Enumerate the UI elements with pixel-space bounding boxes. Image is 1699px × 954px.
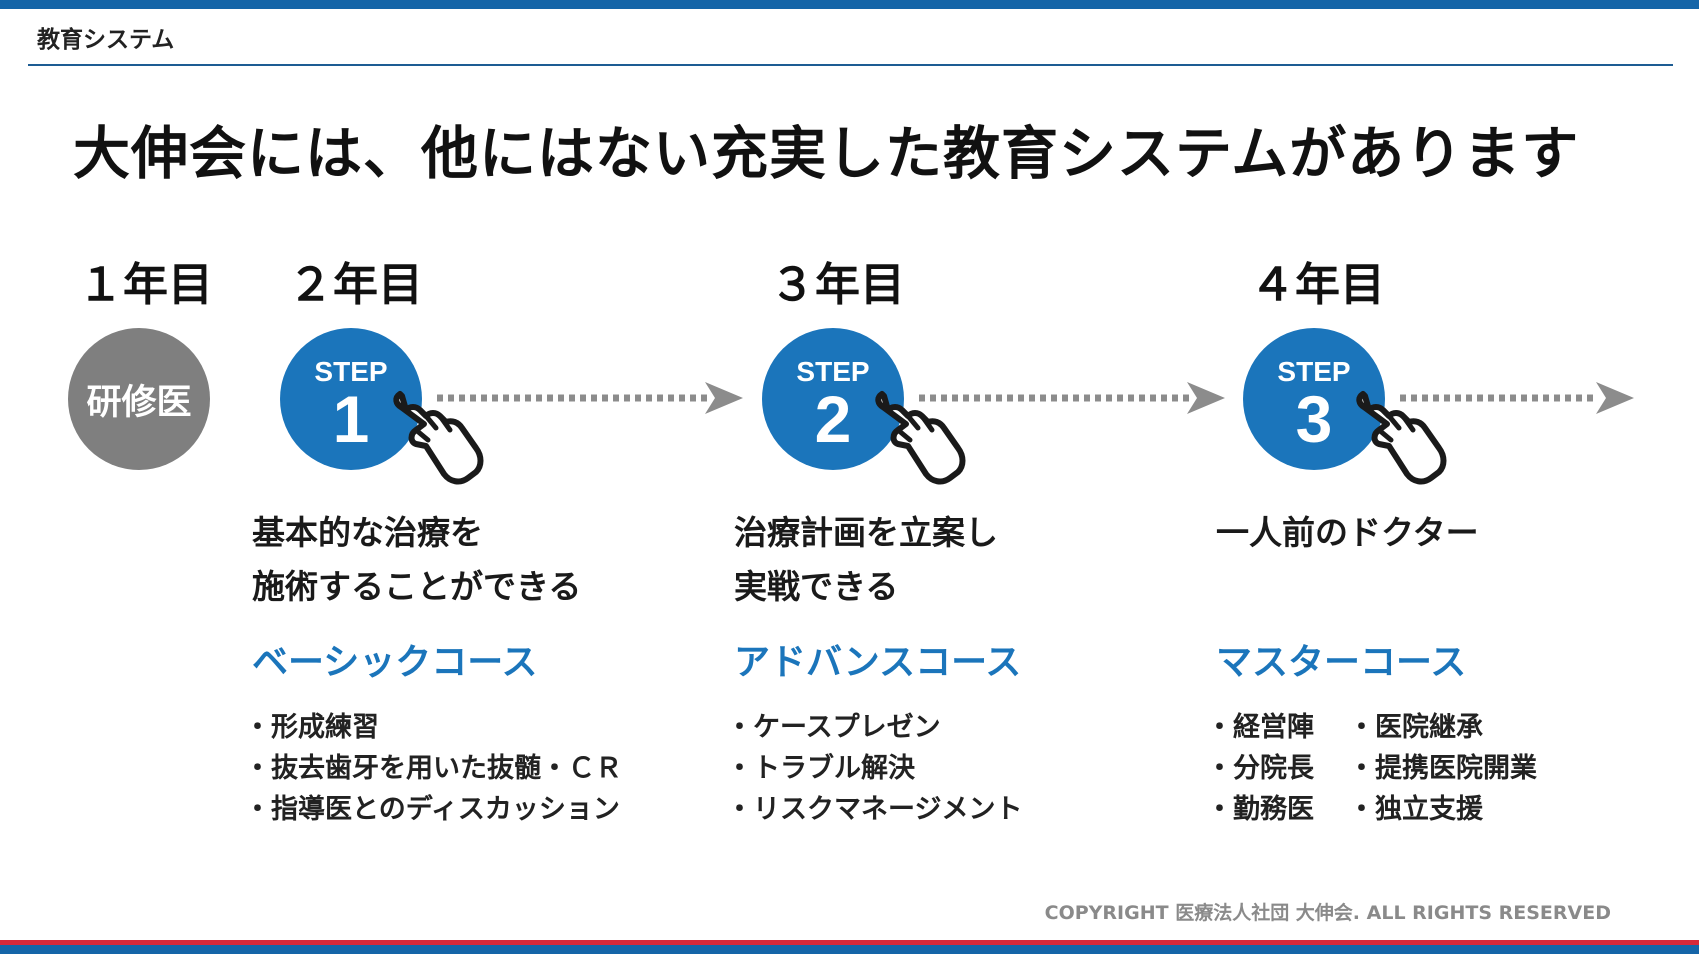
year-label-2: ２年目 [288, 258, 424, 311]
step-1-word: STEP [314, 356, 388, 387]
pointing-hand-icon [393, 391, 484, 485]
list-item: 経営陣 [1206, 707, 1314, 748]
list-item: 形成練習 [244, 707, 622, 748]
list-item: 指導医とのディスカッション [244, 789, 622, 830]
dotted-arrow-right-icon [1400, 382, 1634, 414]
step-3-bullet-list-left: 経営陣 分院長 勤務医 [1206, 707, 1314, 830]
list-item: 分院長 [1206, 748, 1314, 789]
step-1-description: 基本的な治療を 施術することができる [252, 506, 581, 614]
step-2-desc-line-2: 実戦できる [734, 567, 899, 606]
header-divider [28, 64, 1673, 66]
year-label-1: １年目 [78, 258, 214, 311]
step-2-desc-line-1: 治療計画を立案し [734, 513, 998, 552]
step-3-description: 一人前のドクター [1216, 506, 1479, 560]
step-1-bullet-list: 形成練習 抜去歯牙を用いた抜髄・ＣＲ 指導医とのディスカッション [244, 707, 622, 830]
list-item: 勤務医 [1206, 789, 1314, 830]
step-2-description: 治療計画を立案し 実戦できる [734, 506, 998, 614]
step-2-course-title: アドバンスコース [734, 642, 1022, 683]
copyright-notice: COPYRIGHT 医療法人社団 大伸会. ALL RIGHTS RESERVE… [1044, 902, 1611, 924]
list-item: トラブル解決 [726, 748, 1022, 789]
list-item: リスクマネージメント [726, 789, 1022, 830]
dotted-arrow-right-icon [919, 382, 1225, 414]
step-1-course-title: ベーシックコース [252, 642, 538, 683]
resident-label: 研修医 [86, 382, 192, 423]
step-3-course-title: マスターコース [1216, 642, 1467, 683]
list-item: 医院継承 [1348, 707, 1537, 748]
step-1-desc-line-2: 施術することができる [252, 567, 582, 606]
step-2-word: STEP [796, 356, 870, 387]
pointing-hand-icon [875, 391, 966, 485]
list-item: 提携医院開業 [1348, 748, 1537, 789]
step-3-number: 3 [1295, 382, 1333, 456]
resident-badge: 研修医 [68, 328, 210, 470]
list-item: 独立支援 [1348, 789, 1537, 830]
step-1-number: 1 [332, 382, 370, 456]
bottom-accent-bar-blue [0, 945, 1699, 954]
section-label: 教育システム [37, 27, 175, 53]
dotted-arrow-right-icon [437, 382, 743, 414]
step-3-word: STEP [1277, 356, 1351, 387]
step-1-desc-line-1: 基本的な治療を [252, 513, 483, 552]
list-item: 抜去歯牙を用いた抜髄・ＣＲ [244, 748, 622, 789]
bottom-accent-bar-red [0, 940, 1699, 945]
step-3-desc-line-1: 一人前のドクター [1216, 513, 1479, 552]
list-item: ケースプレゼン [726, 707, 1022, 748]
pointing-hand-icon [1356, 391, 1447, 485]
year-label-4: ４年目 [1250, 258, 1386, 311]
step-3-bullet-list-right: 医院継承 提携医院開業 独立支援 [1348, 707, 1537, 830]
step-2-bullet-list: ケースプレゼン トラブル解決 リスクマネージメント [726, 707, 1022, 830]
page-title: 大伸会には、他にはない充実した教育システムがあります [73, 121, 1580, 187]
top-accent-bar [0, 0, 1699, 9]
year-label-3: ３年目 [770, 258, 906, 311]
step-2-number: 2 [814, 382, 852, 456]
